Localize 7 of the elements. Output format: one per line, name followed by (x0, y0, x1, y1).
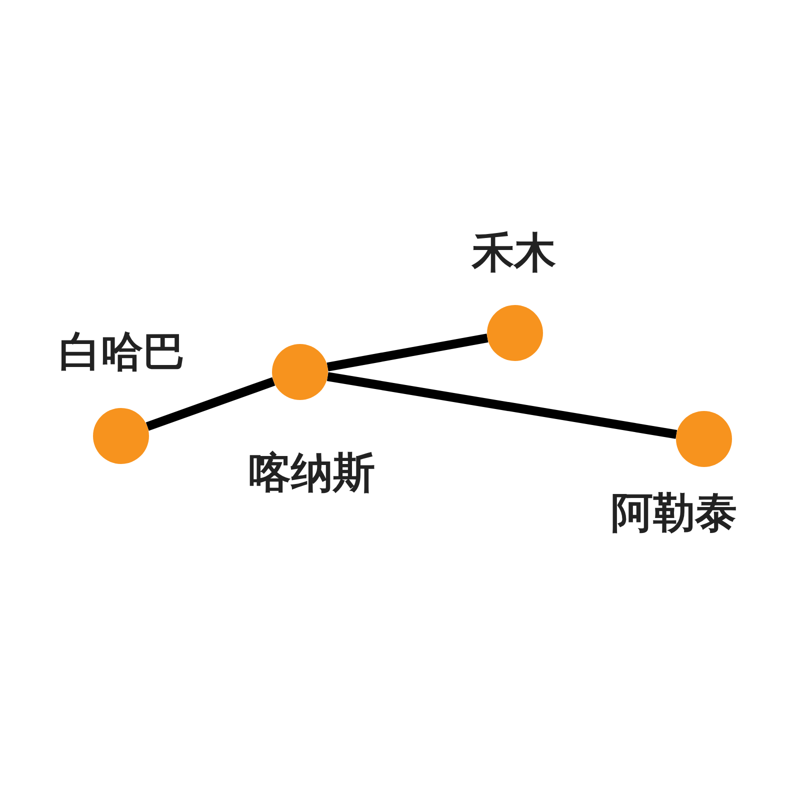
place-label: 白哈巴 (59, 331, 185, 373)
place-label: 禾木 (472, 232, 556, 274)
connector-line (326, 334, 488, 372)
connector-line (326, 372, 678, 439)
connector-line (146, 377, 276, 431)
place-label: 喀纳斯 (249, 452, 375, 494)
place-label: 阿勒泰 (611, 492, 737, 534)
